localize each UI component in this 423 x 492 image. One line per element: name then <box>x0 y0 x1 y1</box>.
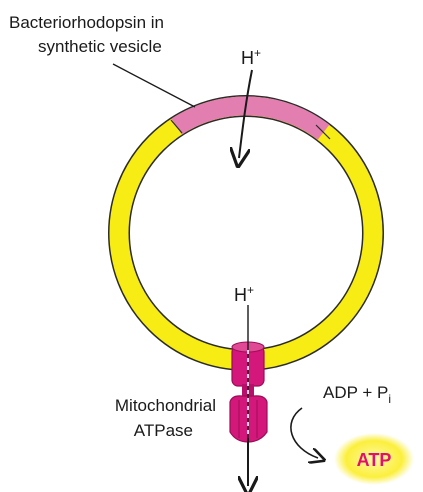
vesicle-membrane <box>119 106 373 360</box>
proton-top-h: H <box>241 48 254 68</box>
adp-text: ADP + P <box>323 383 388 402</box>
bacteriorhodopsin-label-line2: synthetic vesicle <box>38 37 162 56</box>
proton-label-bottom: H+ <box>234 283 254 305</box>
proton-top-sup: + <box>254 46 261 60</box>
bacteriorhodopsin-label-line1: Bacteriorhodopsin in <box>9 13 164 32</box>
adp-label: ADP + Pi <box>323 383 391 406</box>
bacteriorhodopsin-segment <box>177 106 324 132</box>
proton-bottom-sup: + <box>247 283 254 297</box>
atpase-label-line2: ATPase <box>134 421 193 440</box>
adp-sub: i <box>388 392 391 406</box>
label-leader-line <box>113 64 195 107</box>
proton-bottom-h: H <box>234 285 247 305</box>
adp-to-atp-arrow <box>291 408 318 458</box>
atpase-label-line1: Mitochondrial <box>115 396 216 415</box>
atp-label: ATP <box>357 450 392 470</box>
proton-label-top: H+ <box>241 46 261 68</box>
